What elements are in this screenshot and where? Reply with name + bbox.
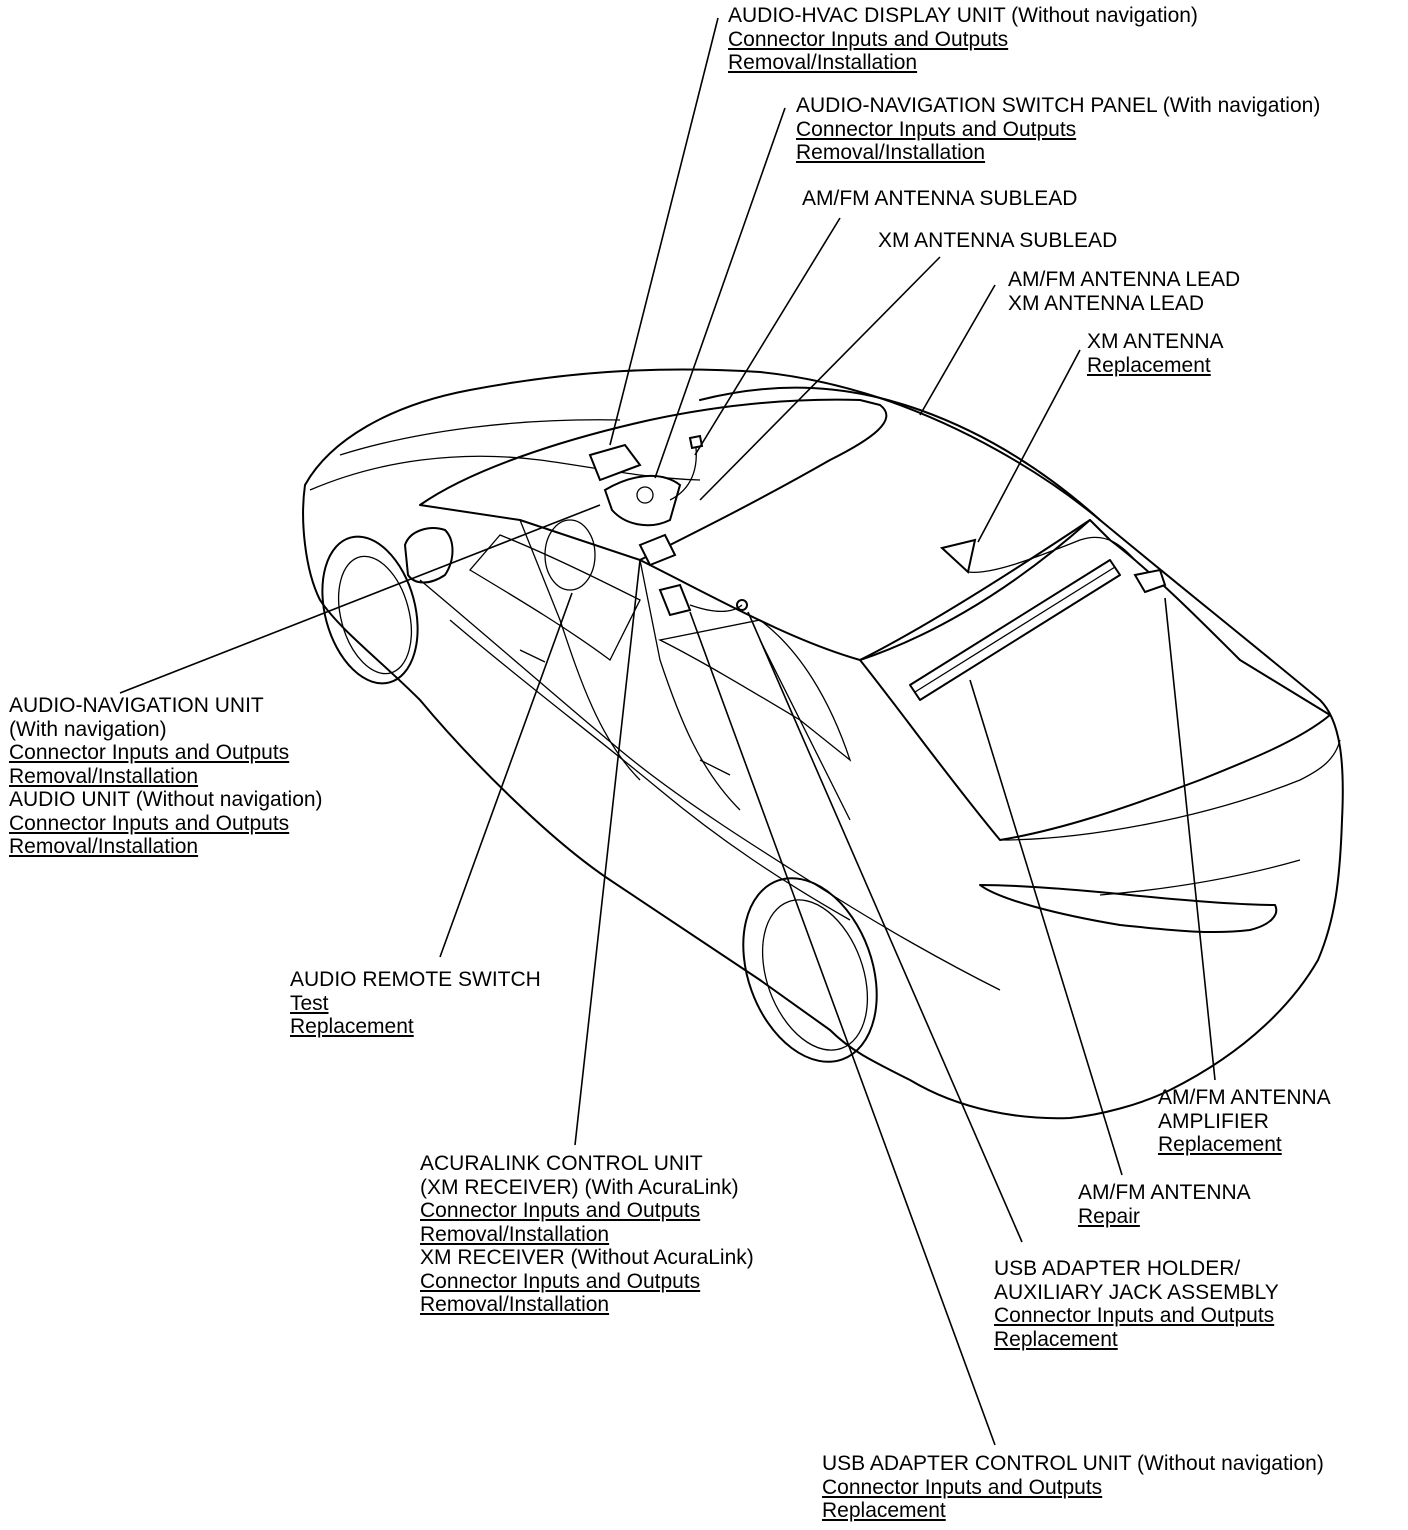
callout-audio-navigation-switch-panel: AUDIO-NAVIGATION SWITCH PANEL (With navi… [796, 94, 1320, 165]
acuralink-subtitle: (XM RECEIVER) (With AcuraLink) [420, 1175, 739, 1199]
audio-unit-connector-link[interactable]: Connector Inputs and Outputs [9, 811, 290, 835]
audio-nav-unit-removal-link[interactable]: Removal/Installation [9, 764, 199, 788]
audio-nav-unit-connector-link[interactable]: Connector Inputs and Outputs [9, 741, 290, 764]
audio-remote-test-link[interactable]: Test [290, 991, 329, 1015]
audio-remote-replacement-link[interactable]: Replacement [290, 1015, 414, 1038]
callout-xm-antenna-sublead: XM ANTENNA SUBLEAD [878, 229, 1117, 253]
usb-holder-replacement-link[interactable]: Replacement [994, 1327, 1118, 1351]
car-outline [302, 368, 1344, 1120]
audio-unit-title: AUDIO UNIT (Without navigation) [9, 788, 323, 811]
amfm-amp-title: AM/FM ANTENNA [1158, 1086, 1331, 1109]
audio-hvac-connector-link[interactable]: Connector Inputs and Outputs [728, 27, 1009, 51]
xm-antenna-replacement-link[interactable]: Replacement [1087, 353, 1211, 377]
leader-lines [119, 17, 1216, 1446]
amfm-antenna-repair-link[interactable]: Repair [1078, 1204, 1140, 1228]
audio-nav-switch-removal-link[interactable]: Removal/Installation [796, 141, 986, 164]
callout-usb-adapter-control-unit: USB ADAPTER CONTROL UNIT (Without naviga… [822, 1452, 1324, 1523]
callout-amfm-antenna: AM/FM ANTENNA Repair [1078, 1181, 1251, 1228]
audio-remote-title: AUDIO REMOTE SWITCH [290, 968, 541, 991]
acuralink-connector-link[interactable]: Connector Inputs and Outputs [420, 1199, 701, 1222]
xm-lead-title: XM ANTENNA LEAD [1008, 291, 1205, 315]
usb-control-connector-link[interactable]: Connector Inputs and Outputs [822, 1475, 1103, 1499]
amfm-amp-replacement-link[interactable]: Replacement [1158, 1133, 1282, 1156]
amfm-amp-subtitle: AMPLIFIER [1158, 1109, 1269, 1133]
acuralink-title: ACURALINK CONTROL UNIT [420, 1152, 703, 1175]
xm-receiver-title: XM RECEIVER (Without AcuraLink) [420, 1246, 754, 1269]
callout-usb-adapter-holder: USB ADAPTER HOLDER/ AUXILIARY JACK ASSEM… [994, 1257, 1279, 1351]
usb-control-title: USB ADAPTER CONTROL UNIT (Without naviga… [822, 1452, 1324, 1475]
callout-amfm-antenna-sublead: AM/FM ANTENNA SUBLEAD [802, 187, 1077, 211]
xm-antenna-title: XM ANTENNA [1087, 330, 1224, 353]
xm-receiver-removal-link[interactable]: Removal/Installation [420, 1293, 610, 1316]
callout-audio-remote-switch: AUDIO REMOTE SWITCH Test Replacement [290, 968, 541, 1039]
audio-hvac-removal-link[interactable]: Removal/Installation [728, 51, 918, 74]
components [588, 434, 1167, 617]
callout-audio-hvac-display-unit: AUDIO-HVAC DISPLAY UNIT (Without navigat… [728, 4, 1198, 75]
callout-amfm-antenna-amplifier: AM/FM ANTENNA AMPLIFIER Replacement [1158, 1086, 1331, 1157]
xm-receiver-connector-link[interactable]: Connector Inputs and Outputs [420, 1269, 701, 1293]
audio-nav-switch-connector-link[interactable]: Connector Inputs and Outputs [796, 117, 1077, 141]
usb-holder-connector-link[interactable]: Connector Inputs and Outputs [994, 1304, 1275, 1327]
audio-nav-switch-title: AUDIO-NAVIGATION SWITCH PANEL (With navi… [796, 94, 1321, 117]
audio-unit-removal-link[interactable]: Removal/Installation [9, 835, 199, 858]
amfm-sublead-title: AM/FM ANTENNA SUBLEAD [802, 187, 1078, 210]
callout-audio-navigation-unit: AUDIO-NAVIGATION UNIT (With navigation) … [9, 694, 323, 859]
amfm-lead-title: AM/FM ANTENNA LEAD [1008, 268, 1241, 291]
usb-holder-title: USB ADAPTER HOLDER/ [994, 1257, 1241, 1280]
amfm-antenna-title: AM/FM ANTENNA [1078, 1181, 1251, 1204]
aux-jack-title: AUXILIARY JACK ASSEMBLY [994, 1280, 1279, 1304]
callout-acuralink-control-unit: ACURALINK CONTROL UNIT (XM RECEIVER) (Wi… [420, 1152, 754, 1317]
usb-control-replacement-link[interactable]: Replacement [822, 1499, 946, 1522]
audio-hvac-title: AUDIO-HVAC DISPLAY UNIT (Without navigat… [728, 4, 1198, 27]
xm-sublead-title: XM ANTENNA SUBLEAD [878, 229, 1118, 252]
callout-xm-antenna: XM ANTENNA Replacement [1087, 330, 1224, 377]
audio-nav-unit-subtitle: (With navigation) [9, 717, 167, 741]
audio-nav-unit-title: AUDIO-NAVIGATION UNIT [9, 694, 264, 717]
acuralink-removal-link[interactable]: Removal/Installation [420, 1222, 610, 1246]
callout-antenna-leads: AM/FM ANTENNA LEAD XM ANTENNA LEAD [1008, 268, 1240, 315]
